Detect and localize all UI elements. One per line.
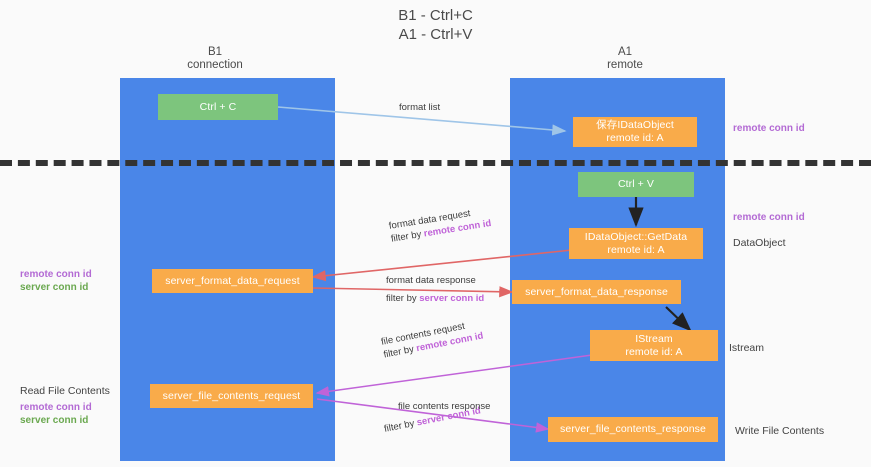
filter-prefix-1: filter by	[390, 228, 425, 245]
column-header-a1-name: A1	[617, 46, 633, 58]
annotation-write-file-contents: Write File Contents	[735, 425, 825, 437]
edge-label-file-contents-response: file contents response	[398, 400, 490, 413]
node-save-idataobject-line2: remote id: A	[606, 132, 664, 144]
annotation-istream: Istream	[729, 342, 765, 354]
phase-divider	[0, 160, 871, 166]
filter-prefix-4: filter by	[383, 417, 418, 435]
annotation-left-remote-conn-id-2: remote conn id	[20, 402, 92, 413]
node-istream-line2: remote id: A	[625, 345, 683, 358]
edge-label-format-data-response: format data response filter by server co…	[386, 274, 484, 305]
node-getdata-line1: IDataObject::GetData	[584, 230, 688, 243]
annotation-left-server-conn-id: server conn id	[20, 282, 89, 293]
node-istream-line1: IStream	[635, 332, 673, 345]
node-ctrl-c[interactable]: Ctrl + C	[158, 94, 278, 120]
node-server-file-contents-request[interactable]: server_file_contents_request	[150, 384, 313, 408]
column-header-b1-name: B1	[207, 46, 223, 58]
title-line-1: B1 - Ctrl+C	[398, 7, 473, 24]
title-line-2: A1 - Ctrl+V	[398, 26, 473, 43]
edge-label-file-contents-response-text: file contents response	[398, 401, 491, 412]
node-server-format-data-response-label: server_format_data_response	[525, 285, 668, 298]
edge-label-format-data-response-filter: filter by server conn id	[386, 292, 484, 305]
node-ctrl-v[interactable]: Ctrl + V	[578, 172, 694, 197]
column-header-a1-role: remote	[607, 59, 643, 71]
edge-label-format-list-text: format list	[399, 102, 441, 113]
filter-key-2: server conn id	[419, 293, 485, 304]
node-ctrl-c-label: Ctrl + C	[199, 100, 237, 113]
edge-label-format-data-request: format data request filter by remote con…	[388, 204, 492, 246]
annotation-remote-conn-id-mid: remote conn id	[733, 212, 805, 223]
annotation-remote-conn-id-top: remote conn id	[733, 123, 805, 134]
node-save-idataobject-line1: 保存IDataObject	[596, 119, 674, 131]
node-server-format-data-response[interactable]: server_format_data_response	[512, 280, 681, 304]
node-server-file-contents-request-label: server_file_contents_request	[162, 389, 301, 402]
node-istream[interactable]: IStream remote id: A	[590, 330, 718, 361]
edge-label-format-data-response-text: format data response	[386, 275, 476, 286]
column-header-b1: B1 connection	[150, 46, 280, 72]
diagram-title: B1 - Ctrl+C A1 - Ctrl+V	[0, 6, 871, 44]
node-server-file-contents-response-label: server_file_contents_response	[560, 423, 706, 435]
annotation-left-server-conn-id-2: server conn id	[20, 415, 89, 426]
annotation-read-file-contents: Read File Contents	[20, 385, 110, 397]
edge-label-file-contents-request: file contents request filter by remote c…	[380, 317, 484, 362]
node-getdata-line2: remote id: A	[607, 243, 665, 256]
column-header-b1-role: connection	[187, 59, 243, 71]
node-server-format-data-request[interactable]: server_format_data_request	[152, 269, 313, 293]
node-ctrl-v-label: Ctrl + V	[617, 178, 655, 190]
node-save-idataobject[interactable]: 保存IDataObject remote id: A	[573, 117, 697, 147]
filter-prefix-2: filter by	[386, 293, 420, 304]
column-header-a1: A1 remote	[560, 46, 690, 72]
annotation-dataobject: DataObject	[733, 237, 786, 249]
node-server-format-data-request-label: server_format_data_request	[165, 274, 300, 287]
node-server-file-contents-response[interactable]: server_file_contents_response	[548, 417, 718, 442]
node-idataobject-getdata[interactable]: IDataObject::GetData remote id: A	[569, 228, 703, 259]
edge-label-format-list: format list	[399, 101, 440, 114]
annotation-left-remote-conn-id: remote conn id	[20, 269, 92, 280]
